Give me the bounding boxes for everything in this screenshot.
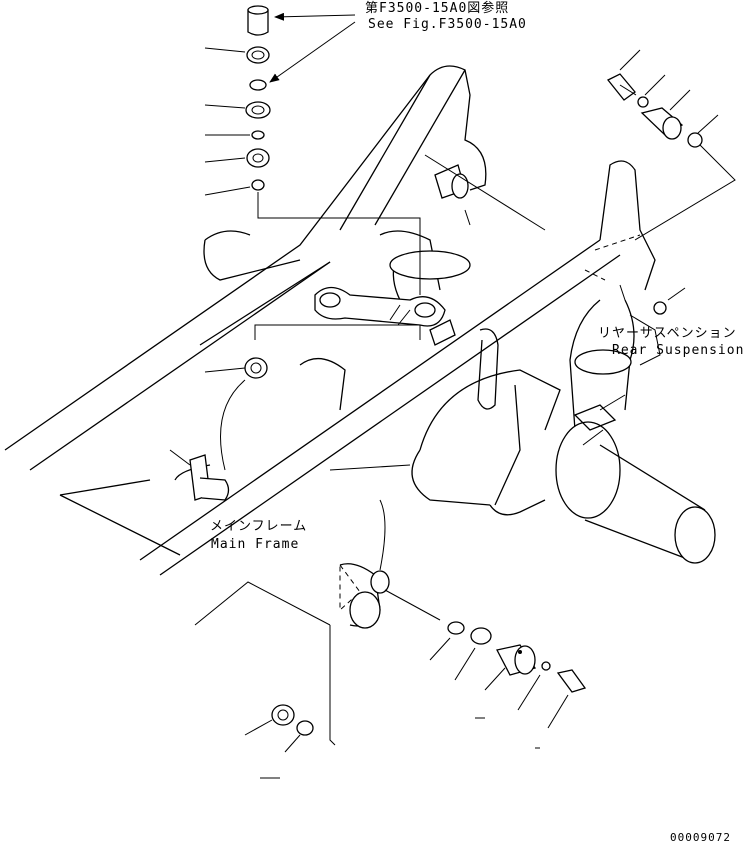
rear-suspension-label-jp: リヤーサスペンション bbox=[598, 326, 737, 341]
reference-label-en: See Fig.F3500-15A0 bbox=[368, 17, 527, 32]
rear-suspension-assembly bbox=[411, 299, 716, 564]
main-frame-label-jp: メインフレーム bbox=[210, 519, 308, 534]
main-frame-label-en: Main Frame bbox=[211, 537, 300, 552]
upper-parts-stack bbox=[204, 5, 421, 295]
lower-bracket-parts bbox=[194, 499, 587, 779]
link-shackle bbox=[314, 286, 446, 327]
reference-label-jp: 第F3500-15A0図参照 bbox=[365, 1, 510, 16]
frame-pin bbox=[424, 154, 546, 231]
upper-right-parts bbox=[582, 49, 736, 446]
drawing-number: 00009072 bbox=[670, 831, 731, 844]
upper-bracket bbox=[174, 230, 471, 481]
main-frame bbox=[4, 65, 656, 576]
left-side-parts bbox=[169, 319, 456, 501]
rear-suspension-label-en: Rear Suspension bbox=[612, 343, 745, 358]
